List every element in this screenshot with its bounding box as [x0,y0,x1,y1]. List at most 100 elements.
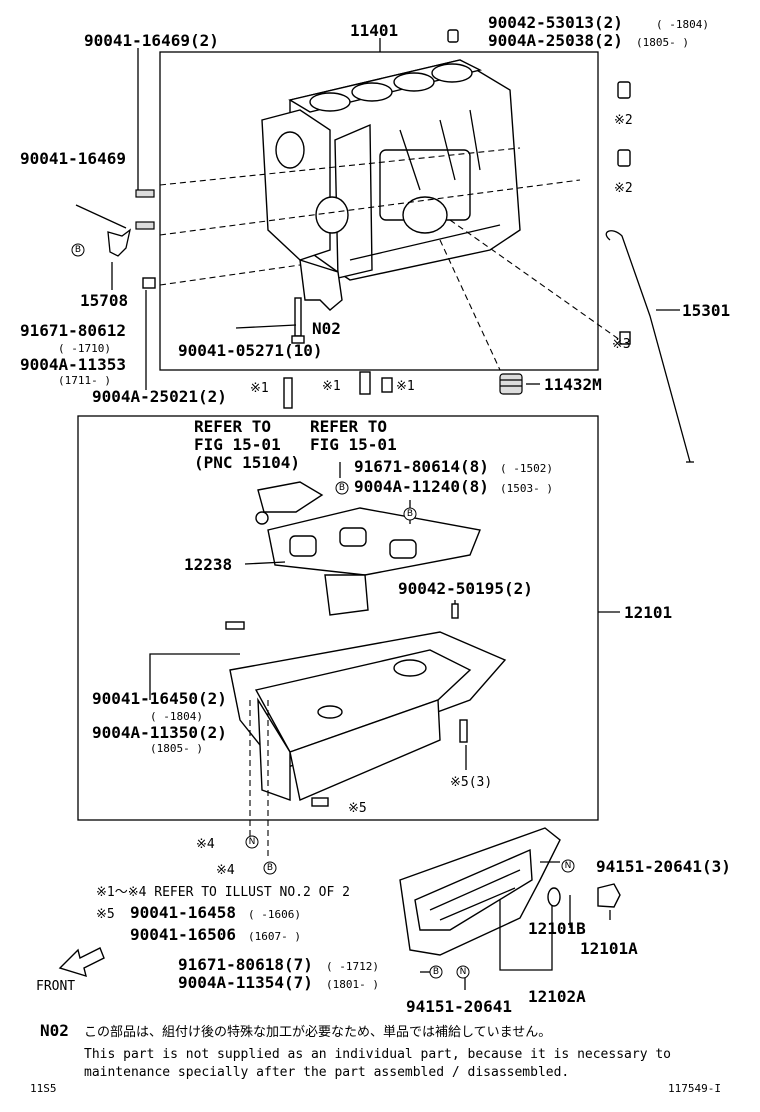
label-9004a-11353[interactable]: 9004A-11353 [20,355,126,374]
label-9004a-25038-range: (1805- ) [636,36,689,49]
stud-left-2 [135,221,155,230]
label-91671-80618[interactable]: 91671-80618(7) [178,955,313,974]
note-refer-illust: ※1～※4 REFER TO ILLUST NO.2 OF 2 [96,885,350,900]
circle-n-3: N [456,965,470,979]
label-90041-16506-range: (1607- ) [248,930,301,943]
bolt-05271 [294,297,302,337]
svg-text:B: B [75,245,81,255]
label-91671-80614-range: ( -1502) [500,462,553,475]
label-90041-16506[interactable]: 90041-16506 [130,925,236,944]
label-91671-80614[interactable]: 91671-80614(8) [354,457,489,476]
footnote-en-1: This part is not supplied as an individu… [84,1047,671,1062]
label-91671-80618-range: ( -1712) [326,960,379,973]
mark-2b: ※2 [614,181,633,196]
label-90041-16469-2[interactable]: 90041-16469(2) [84,31,219,50]
strainer [257,481,324,513]
label-9004a-11240[interactable]: 9004A-11240(8) [354,477,489,496]
svg-text:N: N [565,861,572,871]
circle-b-5: B [429,965,443,979]
refer1-line1: REFER TO [194,417,271,436]
label-94151-20641[interactable]: 94151-20641 [406,997,512,1016]
circle-n-2: N [561,859,575,873]
footer-left: 11S5 [30,1082,57,1095]
stud-top [447,29,459,43]
label-9004a-11353-range: (1711- ) [58,374,111,387]
label-90041-16469[interactable]: 90041-16469 [20,149,126,168]
footnote-code: N02 [40,1021,69,1040]
label-90042-50195[interactable]: 90042-50195(2) [398,579,533,598]
label-90041-16450-range: ( -1804) [150,710,203,723]
footnote-en-2: maintenance specially after the part ass… [84,1065,569,1080]
baffle-12238 [267,507,481,616]
plug-11432m [499,373,523,395]
mark-4a: ※4 [196,837,215,852]
label-9004a-25021[interactable]: 9004A-25021(2) [92,387,227,406]
label-9004a-11354[interactable]: 9004A-11354(7) [178,973,313,992]
label-9004a-25038[interactable]: 9004A-25038(2) [488,31,623,50]
lower-oil-pan-12102a [399,827,561,956]
stud-right-top [617,81,631,99]
mark-5a: ※5(3) [450,775,492,790]
engine-block-frame [159,51,599,371]
label-12102a[interactable]: 12102A [528,987,586,1006]
label-12101b[interactable]: 12101B [528,919,586,938]
label-9004a-11350[interactable]: 9004A-11350(2) [92,723,227,742]
label-9004a-11350-range: (1805- ) [150,742,203,755]
refer1-line3: (PNC 15104) [194,453,300,472]
mark-2a: ※2 [614,113,633,128]
svg-text:B: B [267,863,273,873]
svg-text:N: N [460,967,467,977]
mark-1b: ※1 [322,379,341,394]
label-91671-80612-range: ( -1710) [58,342,111,355]
refer2-line2: FIG 15-01 [310,435,397,454]
mark-3: ※3 [612,337,631,352]
sensor-15708 [107,228,132,257]
svg-text:B: B [407,509,413,519]
gasket-12101b [547,887,561,907]
label-15708[interactable]: 15708 [80,291,128,310]
mark-1a: ※1 [250,381,269,396]
label-12101a[interactable]: 12101A [580,939,638,958]
label-11432m[interactable]: 11432M [544,375,602,394]
mark-1c: ※1 [396,379,415,394]
label-12101[interactable]: 12101 [624,603,672,622]
label-90041-16450[interactable]: 90041-16450(2) [92,689,227,708]
footer-right: 117549-I [668,1082,721,1095]
circle-b-2: B [335,481,349,495]
stud-left-1 [135,189,155,198]
label-n02[interactable]: N02 [312,319,341,338]
refer2-line1: REFER TO [310,417,387,436]
circle-b-3: B [403,507,417,521]
svg-text:N: N [249,837,256,847]
front-arrow-icon [58,947,105,978]
circle-n-1: N [245,835,259,849]
svg-text:B: B [433,967,439,977]
circle-b-4: B [263,861,277,875]
svg-text:B: B [339,483,345,493]
label-15301[interactable]: 15301 [682,301,730,320]
drain-plug-12101a [597,883,621,908]
engine-block-illustration [261,59,521,281]
note-5-mark: ※5 [96,907,115,922]
label-90041-16458-range: ( -1606) [248,908,301,921]
mark-4b: ※4 [216,863,235,878]
label-90041-16458[interactable]: 90041-16458 [130,903,236,922]
circle-b-1: B [71,243,85,257]
label-12238[interactable]: 12238 [184,555,232,574]
label-9004a-11354-range: (1801- ) [326,978,379,991]
label-94151-20641-3[interactable]: 94151-20641(3) [596,857,731,876]
label-91671-80612[interactable]: 91671-80612 [20,321,126,340]
label-9004a-11240-range: (1503- ) [500,482,553,495]
oil-pan-frame [77,415,599,821]
oil-pan-12101 [229,631,507,801]
label-11401[interactable]: 11401 [350,21,398,40]
dipstick-15301 [605,230,691,463]
stud-right-mid [617,149,631,167]
refer1-line2: FIG 15-01 [194,435,281,454]
label-90042-53013[interactable]: 90042-53013(2) [488,13,623,32]
mark-5b: ※5 [348,801,367,816]
label-90041-05271[interactable]: 90041-05271(10) [178,341,323,360]
label-90042-53013-range: ( -1804) [656,18,709,31]
bearing-cap-n02 [299,259,343,311]
